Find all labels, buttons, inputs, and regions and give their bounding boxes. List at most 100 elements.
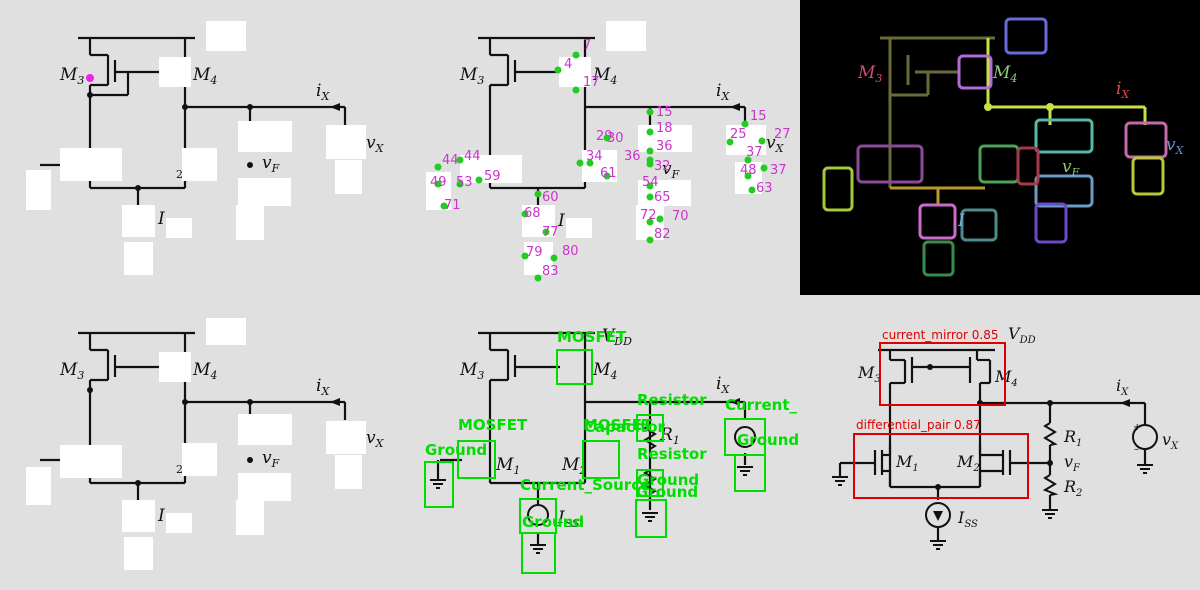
keypoint-dot (456, 156, 464, 164)
keypoint-dot (646, 236, 654, 244)
label-m4: M4 (192, 65, 217, 87)
keypoint-label: 80 (562, 244, 579, 259)
keypoint-label: 54 (642, 175, 659, 190)
label-m4: M4 (994, 367, 1018, 389)
label-vdd: VDD (602, 326, 632, 348)
seg-label-m4: M4 (992, 63, 1017, 85)
subcircuit-box-current-mirror (879, 342, 1006, 406)
component-label: Current_Source (520, 476, 650, 494)
current-arrow-icon (730, 103, 740, 111)
label-m4: M4 (192, 360, 217, 382)
component-box (556, 349, 593, 385)
label-vdd: VDD (1008, 324, 1036, 346)
current-arrow-icon (330, 103, 340, 111)
keypoint-dot (748, 186, 756, 194)
keypoint-dot (440, 202, 448, 210)
component-label: Ground (737, 431, 799, 449)
keypoint-label: 25 (730, 127, 747, 142)
label-subscript-2: 2 (176, 463, 183, 476)
keypoint-label: 17 (583, 75, 600, 90)
svg-text:–: – (1134, 444, 1139, 455)
keypoint-label: 15 (750, 109, 767, 124)
keypoint-dot (656, 215, 664, 223)
label-r1: R1 (1063, 427, 1082, 449)
keypoint-dot (744, 156, 752, 164)
component-label: Capacitor (584, 418, 665, 436)
seg-ground-box (1034, 202, 1068, 244)
label-vx: vX (1162, 430, 1179, 452)
label-iss: I (557, 211, 565, 231)
keypoint-dot (646, 193, 654, 201)
keypoint-dot (726, 138, 734, 146)
keypoint-dot (744, 172, 752, 180)
mask-rectangles (426, 21, 766, 275)
keypoint-dot (576, 159, 584, 167)
keypoint-label: 37 (746, 145, 763, 160)
keypoint-dot (646, 218, 654, 226)
keypoint-dot (534, 274, 542, 282)
keypoint-dot (554, 66, 562, 74)
schematic-wires (40, 36, 347, 210)
component-label: Ground (637, 471, 699, 489)
keypoint-label: 30 (607, 131, 624, 146)
label-m3: M3 (459, 65, 484, 87)
segmentation-map: M3 M4 iX vX vF I (822, 17, 1185, 277)
label-r2: R2 (1063, 477, 1082, 499)
keypoint-label: 70 (672, 209, 689, 224)
keypoint-dot (434, 180, 442, 188)
schematic-wires (478, 36, 747, 210)
label-vf: vF (1064, 452, 1081, 474)
label-iss: ISS (957, 508, 978, 530)
component-box (635, 499, 667, 538)
label-m1: M1 (895, 452, 919, 474)
keypoint-dot (542, 228, 550, 236)
keypoint-dot (586, 159, 594, 167)
seg-top-box (1004, 17, 1048, 55)
component-label: MOSFET (458, 416, 528, 434)
keypoint-dot (603, 172, 611, 180)
keypoint-label: 83 (542, 264, 559, 279)
keypoint-dot (646, 128, 654, 136)
keypoint-label: 77 (542, 225, 559, 240)
keypoint-label: 61 (600, 166, 617, 181)
component-box (582, 440, 620, 479)
component-label: MOSFET (557, 328, 627, 346)
keypoint-label: 63 (756, 181, 773, 196)
label-vf: vF (662, 159, 680, 181)
seg-vx-box (1124, 121, 1168, 159)
keypoint-label: 7 (583, 38, 591, 53)
label-m3: M3 (857, 363, 881, 385)
label-ix: iX (316, 376, 330, 398)
keypoint-dot (741, 120, 749, 128)
subcircuit-label-current-mirror: current_mirror 0.85 (882, 328, 999, 342)
label-m4: M4 (592, 65, 617, 87)
label-m1: M1 (495, 455, 520, 477)
mask-rectangles (26, 318, 366, 570)
seg-label-m3: M3 (857, 63, 882, 85)
label-vf: vF (262, 153, 280, 175)
label-ix: iX (716, 81, 730, 103)
highlighted-node (86, 74, 94, 82)
keypoint-label: 44 (442, 153, 459, 168)
keypoint-label: 71 (444, 198, 461, 213)
component-box (734, 454, 766, 492)
label-ix: iX (716, 374, 730, 396)
component-label: MOSFET (583, 416, 653, 434)
seg-vf (1016, 146, 1040, 186)
component-box (424, 461, 454, 508)
keypoint-dot (646, 182, 654, 190)
keypoint-label: 4 (564, 57, 572, 72)
keypoint-label: 48 (740, 163, 757, 178)
keypoint-label: 82 (654, 227, 671, 242)
component-box (636, 414, 664, 442)
keypoint-dot (534, 190, 542, 198)
keypoint-label: 34 (586, 149, 603, 164)
current-arrow-icon (730, 398, 740, 406)
label-ix: iX (1116, 376, 1129, 398)
seg-r1-box (1034, 118, 1094, 154)
label-iss: I (157, 209, 165, 229)
component-label: Ground (522, 513, 584, 531)
seg-m4-box (957, 54, 993, 90)
label-m3: M3 (59, 360, 84, 382)
ground-symbols (430, 424, 756, 554)
